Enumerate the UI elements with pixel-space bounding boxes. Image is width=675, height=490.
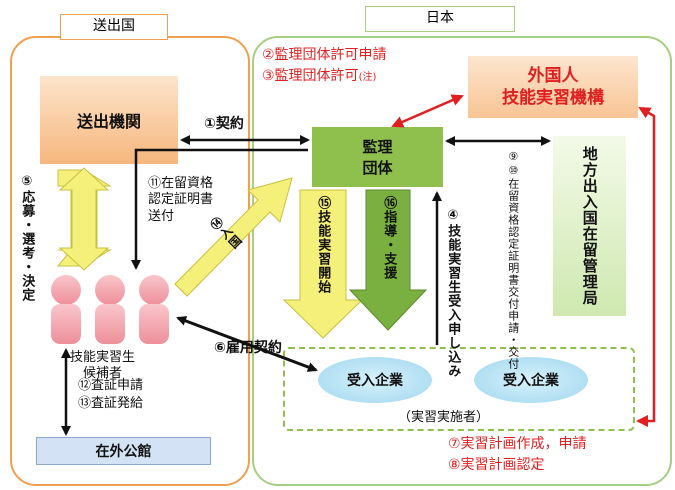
step-6-label: ⑥雇用契約 bbox=[214, 340, 282, 356]
step-12-label: ⑫査証申請 bbox=[78, 378, 144, 393]
overseas-mission-box: 在外公館 bbox=[36, 437, 211, 465]
person-icon bbox=[95, 275, 125, 344]
plan-arrow bbox=[636, 106, 656, 427]
person-icon bbox=[139, 275, 169, 344]
permit-arrow bbox=[391, 94, 464, 128]
person-icon bbox=[51, 275, 81, 344]
host-company-1: 受入企業 bbox=[318, 357, 432, 403]
otit-box: 外国人 技能実習機構 bbox=[468, 56, 638, 118]
step-5-label: ⑤応募・選考・決定 bbox=[19, 174, 35, 302]
entry-arrow bbox=[174, 177, 293, 297]
step-4-label: ④技能実習生受入申し込み bbox=[445, 208, 461, 378]
step-11-label: ⑪在留資格 認定証明書 送付 bbox=[148, 176, 213, 225]
coe-send-arrow bbox=[131, 148, 308, 270]
japan-panel bbox=[252, 36, 672, 486]
otit-label: 外国人 技能実習機構 bbox=[502, 65, 604, 108]
japan-tab: 日本 bbox=[365, 6, 515, 32]
step-7-label: ⑦実習計画作成，申請 bbox=[448, 436, 587, 452]
employment-arrow bbox=[176, 316, 318, 372]
step-3-main: ③監理団体許可 bbox=[262, 68, 359, 84]
guidance-arrow bbox=[348, 189, 428, 331]
sending-country-tab: 送出国 bbox=[60, 14, 168, 40]
step-16-label: ⑯指導・支援 bbox=[381, 196, 397, 280]
step-3-note: (注) bbox=[358, 72, 377, 83]
step-11-line-1: ⑪在留資格 bbox=[148, 176, 214, 191]
step-11-line-2: 認定証明書 bbox=[148, 192, 214, 208]
start-arrow bbox=[282, 189, 364, 339]
immigration-bureau-label: 地方出入国在留管理局 bbox=[580, 146, 599, 306]
step-13-label: ⑬査証発給 bbox=[78, 396, 144, 411]
step-9-10-label: ⑨⑩在留資格認定証明書交付申請・交付 bbox=[506, 150, 520, 370]
supervising-org-label: 監理 団体 bbox=[362, 138, 393, 177]
supervising-org-box: 監理 団体 bbox=[312, 127, 443, 187]
step-8-label: ⑧実習計画認定 bbox=[448, 457, 545, 473]
step-15-label: ⑮技能実習開始 bbox=[315, 196, 331, 294]
implementers-label: （実習実施者） bbox=[398, 410, 490, 425]
implementers-group bbox=[283, 347, 635, 431]
immigration-bureau-box: 地方出入国在留管理局 bbox=[553, 136, 626, 316]
step-11-line-3: 送付 bbox=[148, 208, 175, 224]
host-company-2: 受入企業 bbox=[474, 357, 588, 403]
candidates-label: 技能実習生 候補者 bbox=[70, 350, 136, 382]
step-1-label: ①契約 bbox=[204, 116, 244, 132]
step-3-label: ③監理団体許可(注) bbox=[262, 68, 376, 86]
selection-arrow-shape bbox=[58, 167, 110, 271]
step-2-label: ②監理団体許可申請 bbox=[262, 47, 387, 63]
